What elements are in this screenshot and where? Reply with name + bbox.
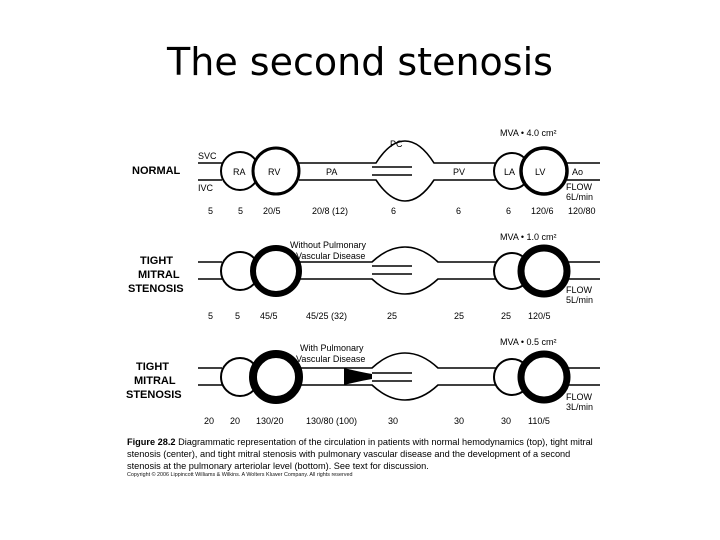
aorta	[567, 367, 600, 386]
flow-label: FLOW	[566, 182, 593, 192]
value-lv: 120/6	[531, 206, 554, 216]
pressure-values: 5 5 20/5 20/8 (12) 6 6 6 120/6 120/80	[208, 206, 596, 216]
pulmonary-vein	[299, 179, 502, 202]
mva-label: MVA • 4.0 cm²	[500, 128, 557, 138]
right-ventricle	[251, 146, 301, 196]
figure-caption: Figure 28.2 Diagrammatic representation …	[127, 436, 597, 473]
row-label-line: TIGHT	[136, 361, 169, 373]
flow-rate: 3L/min	[566, 402, 593, 412]
value-pa: 20/8 (12)	[312, 206, 348, 216]
value-ra: 5	[235, 311, 240, 321]
value-pv: 6	[456, 206, 461, 216]
rv-label: RV	[268, 167, 280, 177]
lv-label: LV	[535, 167, 545, 177]
pressure-values: 20 20 130/20 130/80 (100) 30 30 30 110/5	[204, 416, 550, 426]
pulmonary-vein	[299, 278, 502, 295]
value-pc: 25	[387, 311, 397, 321]
vena-cava	[198, 367, 222, 386]
right-ventricle	[250, 245, 302, 297]
pulmonary-capillary	[372, 265, 412, 275]
row-label-line: MITRAL	[138, 269, 180, 281]
figure-number: Figure 28.2	[127, 437, 176, 447]
row-tight-ms: TIGHT MITRAL STENOSIS Without Pulmonary …	[128, 232, 600, 321]
aorta	[567, 261, 600, 280]
arteriolar-stenosis	[344, 368, 372, 385]
pulmonary-artery	[299, 352, 502, 369]
left-ventricle	[519, 146, 569, 196]
value-la: 30	[501, 416, 511, 426]
caption-text: Diagrammatic representation of the circu…	[127, 437, 593, 472]
circulation-diagram: NORMAL SVC IVC RA RV PC PA PV LA LV Ao M…	[126, 128, 600, 426]
note-line: Without Pulmonary	[290, 240, 367, 250]
value-rv: 130/20	[256, 416, 284, 426]
value-pa: 130/80 (100)	[306, 416, 357, 426]
svc-label: SVC	[198, 151, 217, 161]
row-label-line: MITRAL	[134, 375, 176, 387]
value-pv: 25	[454, 311, 464, 321]
pc-label: PC	[390, 139, 403, 149]
left-ventricle	[517, 244, 571, 298]
value-la: 25	[501, 311, 511, 321]
left-ventricle	[517, 350, 571, 404]
pressure-values: 5 5 45/5 45/25 (32) 25 25 25 120/5	[208, 311, 551, 321]
vena-cava	[198, 261, 222, 280]
ivc-label: IVC	[198, 183, 214, 193]
value-svc: 5	[208, 311, 213, 321]
pulmonary-artery	[299, 140, 502, 164]
value-lv: 110/5	[528, 416, 550, 426]
pulmonary-capillary	[372, 372, 412, 382]
pulmonary-vein	[299, 384, 502, 401]
value-la: 6	[506, 206, 511, 216]
value-pa: 45/25 (32)	[306, 311, 347, 321]
value-lv: 120/5	[528, 311, 551, 321]
row-normal: NORMAL SVC IVC RA RV PC PA PV LA LV Ao M…	[132, 128, 600, 216]
value-ra: 20	[230, 416, 240, 426]
value-pc: 6	[391, 206, 396, 216]
mva-label: MVA • 1.0 cm²	[500, 232, 557, 242]
pv-label: PV	[453, 167, 465, 177]
value-svc: 20	[204, 416, 214, 426]
note-line: Vascular Disease	[296, 251, 365, 261]
row-label-line: TIGHT	[140, 255, 173, 267]
vena-cava	[198, 162, 222, 181]
flow-label: FLOW	[566, 285, 593, 295]
note-line: Vascular Disease	[296, 354, 365, 364]
la-label: LA	[504, 167, 515, 177]
flow-label: FLOW	[566, 392, 593, 402]
value-pv: 30	[454, 416, 464, 426]
value-ra: 5	[238, 206, 243, 216]
right-ventricle	[249, 350, 303, 404]
pa-label: PA	[326, 167, 337, 177]
flow-rate: 5L/min	[566, 295, 593, 305]
flow-rate: 6L/min	[566, 192, 593, 202]
pulmonary-artery	[299, 246, 502, 263]
row-tight-ms-pvd: TIGHT MITRAL STENOSIS With Pulmonary Vas…	[126, 337, 600, 426]
note-line: With Pulmonary	[300, 343, 364, 353]
row-label-line: STENOSIS	[126, 389, 182, 401]
value-rv: 20/5	[263, 206, 281, 216]
value-ao: 120/80	[568, 206, 596, 216]
value-rv: 45/5	[260, 311, 278, 321]
mva-label: MVA • 0.5 cm²	[500, 337, 557, 347]
aorta	[567, 162, 600, 181]
pulmonary-capillary	[372, 166, 412, 176]
value-pc: 30	[388, 416, 398, 426]
slide-title: The second stenosis	[167, 40, 553, 84]
ao-label: Ao	[572, 167, 583, 177]
row-label-normal: NORMAL	[132, 165, 181, 177]
value-svc: 5	[208, 206, 213, 216]
ra-label: RA	[233, 167, 246, 177]
copyright-notice: Copyright © 2006 Lippincott Williams & W…	[127, 472, 353, 478]
row-label-line: STENOSIS	[128, 283, 184, 295]
